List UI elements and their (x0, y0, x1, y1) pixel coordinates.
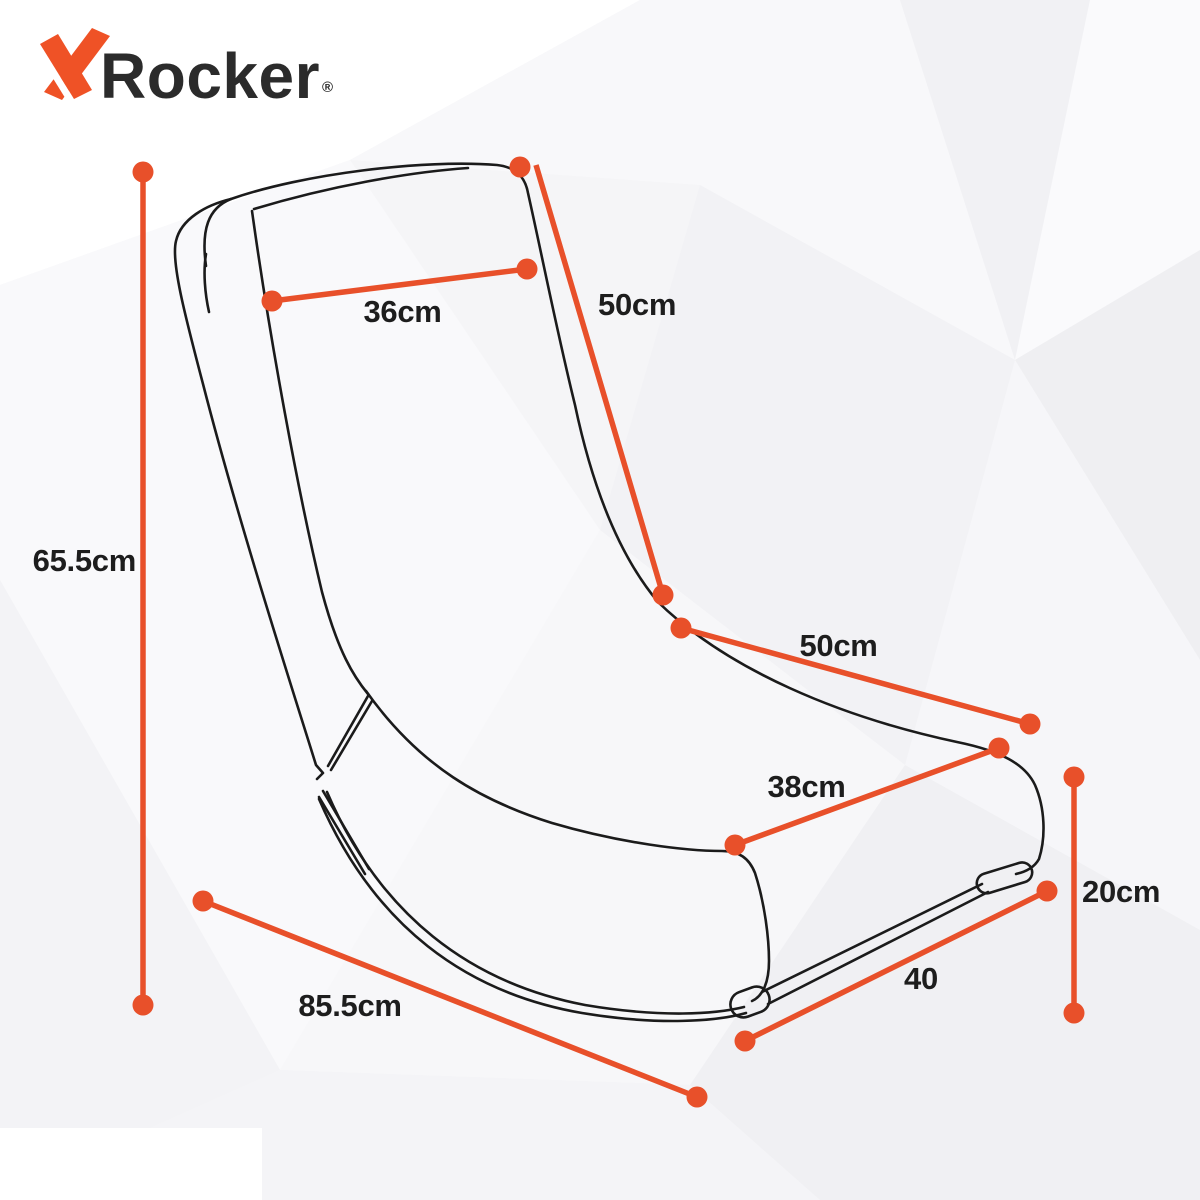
dimension-label-overall-depth: 85.5cm (298, 988, 402, 1023)
backrest-left-edge (173, 197, 325, 781)
dimension-line-backrest-length (533, 164, 666, 596)
headrest-top-seam (252, 166, 470, 211)
dimension-label-seat-back-width: 50cm (799, 628, 878, 663)
rocker-rail-outer-edge (325, 790, 746, 1015)
x-rocker-logo: Rocker® (28, 20, 368, 120)
dimension-line-overall-depth (201, 898, 699, 1100)
left-edge-crease (203, 252, 211, 314)
dimension-label-seat-depth: 38cm (767, 769, 846, 804)
backrest-seat-joint-seam-b (329, 699, 374, 772)
backrest-seat-joint-seam-a (326, 694, 370, 768)
dimension-label-base-height: 20cm (1082, 874, 1161, 909)
dimension-label-backrest-length: 50cm (598, 287, 677, 322)
rear-rail-bottom-edge (766, 890, 990, 1006)
dimension-label-overall-height: 65.5cm (32, 543, 137, 578)
seat-cushion-front-edge (364, 689, 771, 1003)
dimension-label-base-width: 40 (904, 961, 938, 996)
registered-mark: ® (322, 79, 334, 96)
rocker-foot-right (975, 861, 1034, 895)
rear-rail-top-edge (760, 882, 984, 994)
backrest-and-seat-outline (203, 162, 1045, 876)
dimension-line-base-width (743, 888, 1049, 1044)
brand-x-icon (34, 28, 110, 103)
seat-side-seam-b (317, 795, 367, 876)
dimension-line-seat-back-width (680, 625, 1031, 727)
rocker-foot-left (729, 985, 771, 1019)
dimension-endpoint-dots (132, 156, 1085, 1108)
dimension-line-headrest-width (271, 266, 528, 304)
rocker-rail-inner-edge (317, 797, 748, 1023)
dimension-label-headrest-width: 36cm (363, 294, 442, 329)
brand-name-text: Rocker (100, 40, 320, 112)
dimension-line-seat-depth (734, 745, 1000, 848)
brand-name: Rocker® (100, 41, 334, 111)
